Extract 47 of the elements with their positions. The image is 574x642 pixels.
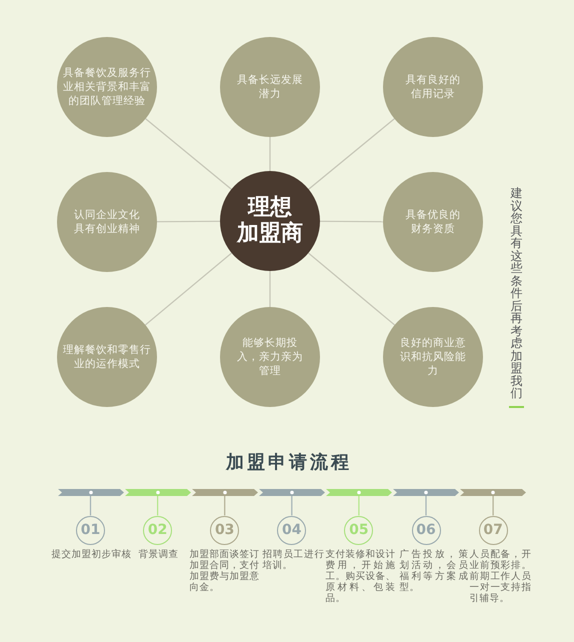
step-number: 02 [148,522,168,538]
circle-text: 良好的商业意识和抗风险能力 [400,336,466,378]
connector-line [145,252,232,326]
step-number: 06 [416,522,436,538]
connector-line [320,220,383,222]
timeline-segment [58,489,124,496]
section-heading: 加盟申请流程 [226,451,352,474]
step-number: 07 [483,522,503,538]
step-number: 01 [80,522,100,538]
step-description: 广告投放，策划活动，会员福利等方案成型。 [400,548,468,592]
timeline-segment [393,489,459,496]
step-description: 支付装修和设计费用，开始施工。购买设备、原材料、包装品。 [326,548,396,604]
step-description: 提交加盟初步审核 [52,548,132,560]
stem-line [492,496,494,516]
circle-text: 理解餐饮和零售行业的运作模式 [62,343,152,371]
step-number: 05 [349,522,369,538]
step-number: 03 [214,522,234,538]
timeline-segment [258,489,325,496]
circle-text: 具有良好的信用记录 [405,73,461,101]
stem-line [224,496,226,516]
stem-line [291,496,292,516]
stem-line [90,496,92,516]
step-description: 背景调查 [138,548,180,560]
step-number: 04 [282,522,302,538]
timeline-segment [460,489,526,496]
circle-text: 具备餐饮及服务行业相关背景和丰富的团队管理经验 [63,66,151,108]
center-text: 理想加盟商 [237,195,303,247]
circle-text: 认同企业文化具有创业精神 [74,208,140,236]
step-description: 招聘员工进行培训。 [262,548,324,570]
stem-line [358,496,360,516]
vertical-note: 建议您具有这些条件后再考虑加盟我们 [510,187,523,400]
step-description: 人员配备，开业前预彩排。前期工作人员一对一支持指引辅导。 [470,548,532,604]
connector-line [269,271,271,307]
connector-line [269,137,271,171]
connector-line [157,220,220,222]
circle-text: 具备优良的财务资质 [405,208,461,236]
timeline-segment [192,489,258,496]
connector-line [145,118,232,190]
connector-line [308,252,395,326]
stem-line [157,496,158,516]
step-description: 加盟部面谈签订加盟合同，支付加盟费与加盟意向金。 [190,548,260,592]
circle-text: 能够长期投入，亲力亲为管理 [236,336,304,378]
timeline-segment [326,489,392,496]
stem-line [425,496,427,516]
circle-text: 具备长远发展潜力 [237,73,303,101]
connector-line [308,118,395,190]
timeline-segment [124,489,191,496]
